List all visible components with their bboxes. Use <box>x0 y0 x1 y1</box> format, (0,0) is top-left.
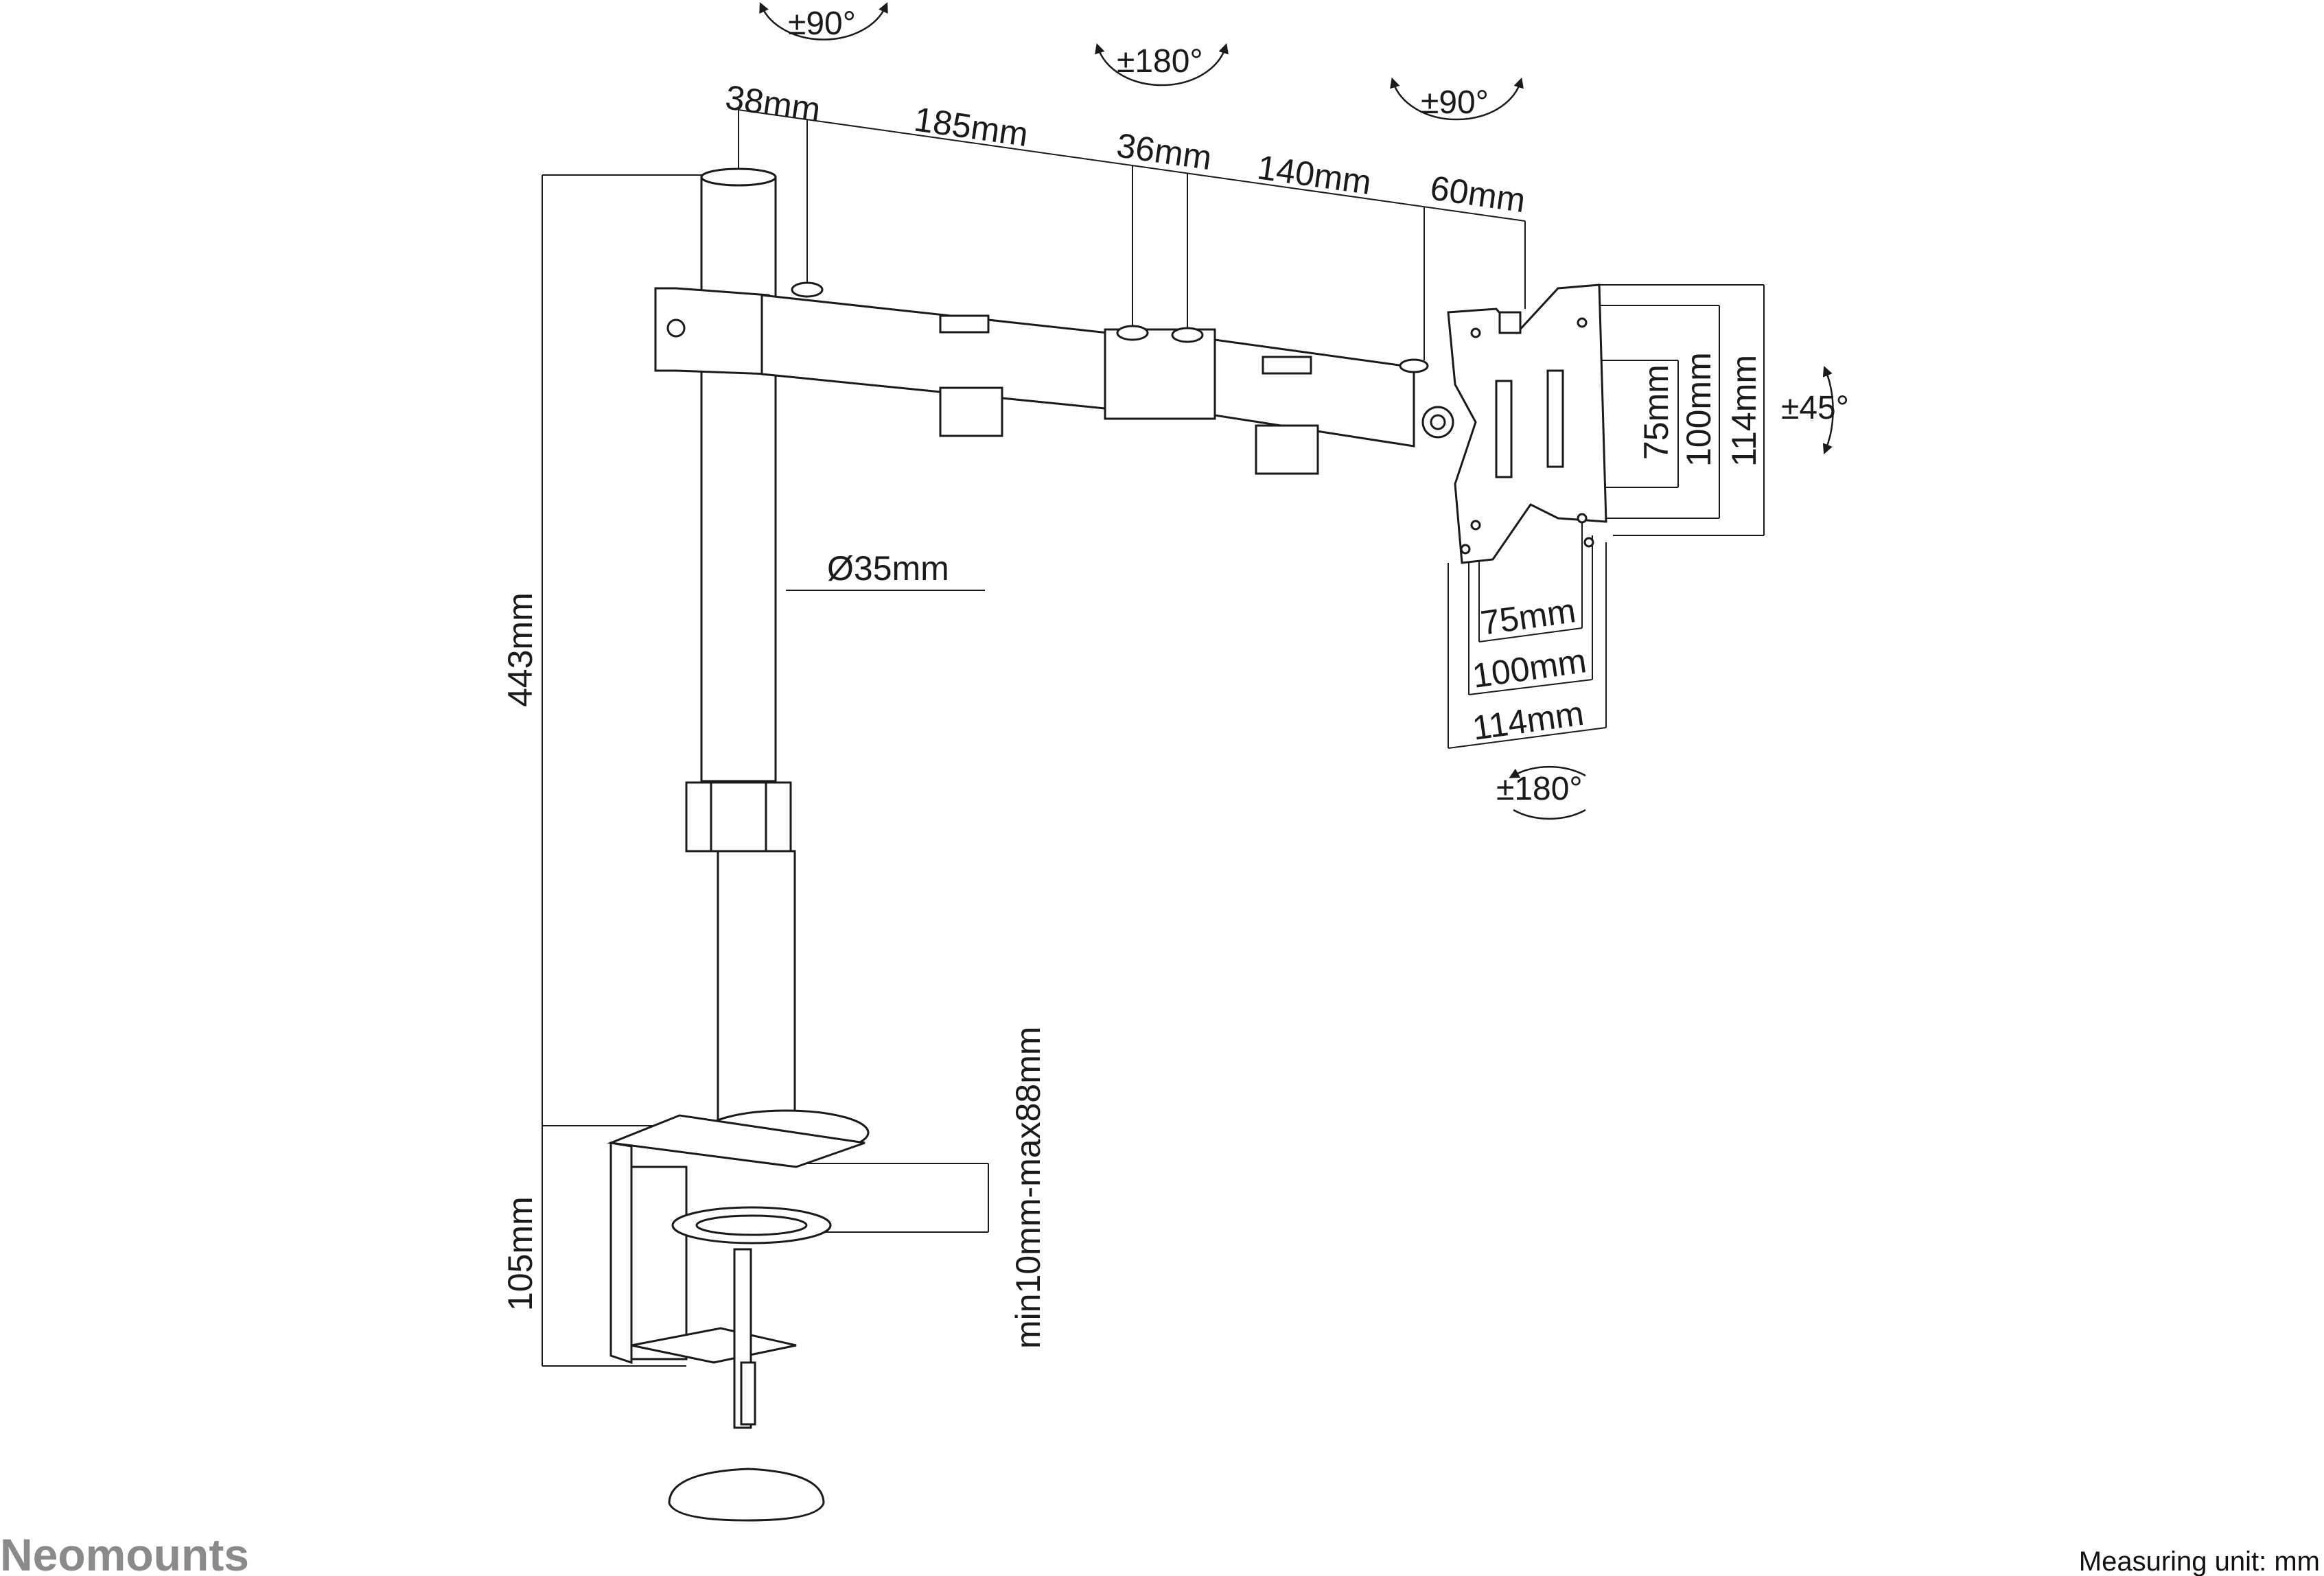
labels: ±90° ±180° ±90° ±45° ±180° 38mm 185mm 36… <box>0 5 2320 1576</box>
dim-vesa-horizontal-75: 75mm <box>1478 591 1578 642</box>
dim-vesa-vertical-100: 100mm <box>1680 352 1718 467</box>
dim-joint-spacing: 36mm <box>1114 126 1213 177</box>
angle-plate-rotation: ±180° <box>1496 771 1583 807</box>
pole <box>685 167 796 1134</box>
pole-top-cap <box>700 167 777 187</box>
desk-clamp <box>607 1109 870 1522</box>
dim-pole-diameter: Ø35mm <box>827 549 949 588</box>
cable-clip-2 <box>1255 424 1319 475</box>
pole-bracket-screw <box>666 318 686 338</box>
pole-lower <box>717 850 796 1134</box>
dim-clamp-height: 105mm <box>501 1196 539 1311</box>
dim-pole-height: 443mm <box>501 592 539 707</box>
dim-vesa-horizontal-114: 114mm <box>1470 694 1586 748</box>
dim-vesa-horizontal-100: 100mm <box>1470 641 1589 695</box>
pole-upper <box>700 176 777 783</box>
angle-plate-swivel: ±45° <box>1781 390 1849 426</box>
dim-arm-segment-1: 185mm <box>911 100 1030 154</box>
cable-clip-1 <box>939 386 1003 437</box>
arm <box>654 281 1454 475</box>
clamp-back <box>609 1142 633 1365</box>
angle-pole-rotation: ±90° <box>788 5 856 42</box>
dim-head-depth: 60mm <box>1428 168 1527 220</box>
dimension-lines <box>542 109 1765 1367</box>
vesa-plate <box>1447 283 1607 564</box>
elbow-joint <box>1104 328 1216 420</box>
clamp-knob <box>668 1468 825 1522</box>
brand-logo: Neomounts <box>0 1529 249 1576</box>
angle-head-tilt: ±90° <box>1421 84 1489 121</box>
dim-arm-segment-2: 140mm <box>1255 148 1373 202</box>
tilt-screw <box>1498 311 1522 334</box>
dim-vesa-vertical-114: 114mm <box>1725 355 1763 467</box>
measuring-unit: Measuring unit: mm <box>2079 1546 2320 1576</box>
angle-arm-joint-rotation: ±180° <box>1117 43 1203 80</box>
rotation-arcs <box>759 2 1834 820</box>
dim-desk-thickness: min10mm-max88mm <box>1009 1026 1047 1349</box>
pole-collar <box>685 781 792 853</box>
dim-vesa-vertical-75: 75mm <box>1637 364 1675 460</box>
